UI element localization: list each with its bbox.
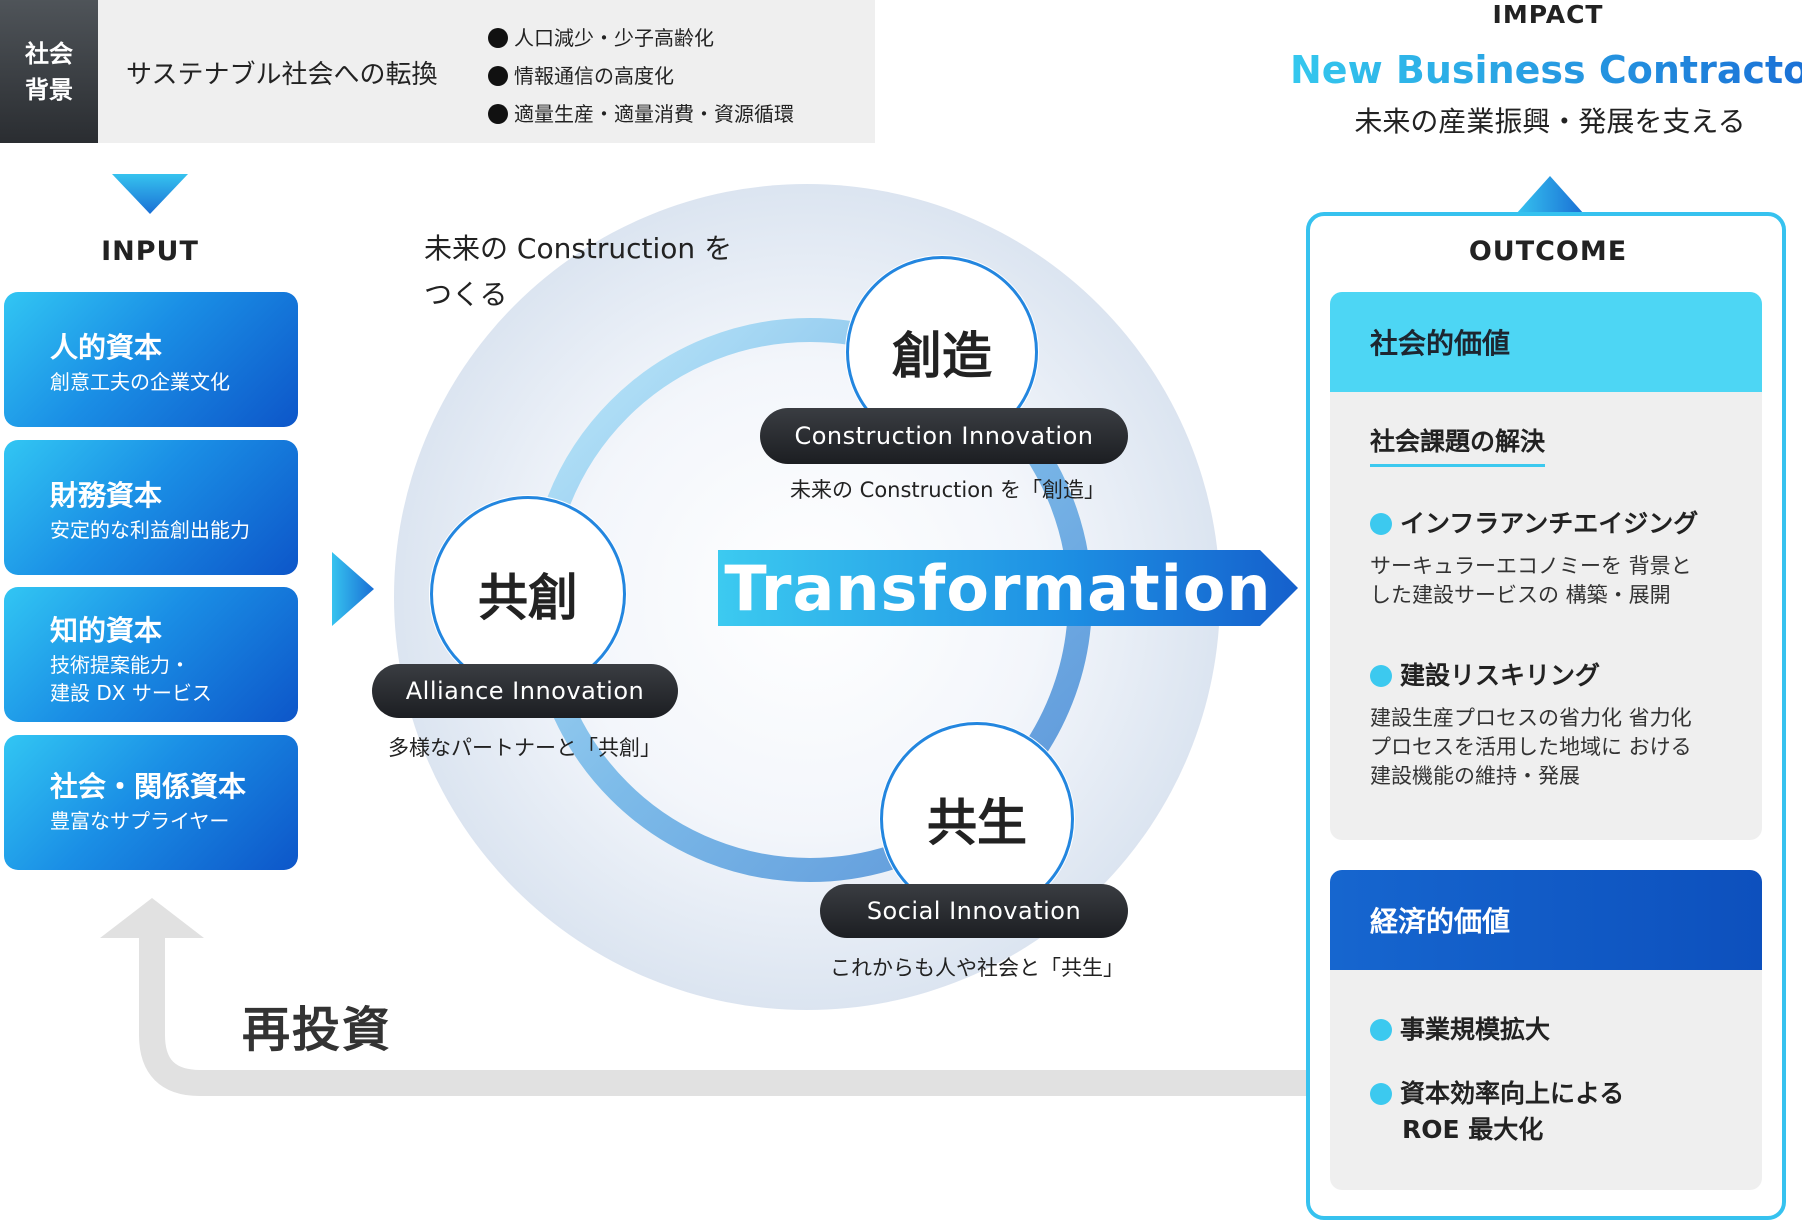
desc-line: 建設生産プロセスの省力化 省力化 (1370, 706, 1692, 730)
economic-item-label-cont: ROE 最大化 (1402, 1115, 1544, 1144)
cycle-heading-line: つくる (424, 278, 508, 311)
desc-line: した建設サービスの 構築・展開 (1370, 583, 1671, 607)
impact-title: New Business Contractor (1290, 48, 1802, 92)
background-bullet: 人口減少・少子高齢化 (488, 22, 714, 51)
input-card-sub: 技術提案能力・ (50, 653, 190, 677)
input-label: INPUT (101, 236, 199, 267)
bullet-dot-icon (1370, 665, 1392, 687)
economic-value-title: 経済的価値 (1330, 870, 1762, 970)
background-tag-line-2: 背景 (25, 75, 73, 104)
economic-value-panel: 経済的価値 事業規模拡大 資本効率向上による ROE 最大化 (1330, 870, 1762, 1190)
economic-item: 事業規模拡大 (1370, 1010, 1550, 1046)
input-card-sub: 建設 DX サービス (50, 681, 212, 705)
social-value-panel: 社会的価値 社会課題の解決 インフラアンチエイジング サーキュラーエコノミーを … (1330, 292, 1762, 840)
caption-coexistence: これからも人や社会と「共生」 (830, 956, 1124, 980)
background-bullet-text: 適量生産・適量消費・資源循環 (514, 102, 794, 126)
social-item-label: インフラアンチエイジング (1400, 509, 1699, 538)
social-value-title: 社会的価値 (1330, 292, 1762, 392)
input-card-social: 社会・関係資本 豊富なサプライヤー (4, 735, 298, 870)
up-arrow-icon (1516, 176, 1584, 214)
pill-construction-innovation: Construction Innovation (760, 408, 1128, 464)
background-bullet: 適量生産・適量消費・資源循環 (488, 98, 794, 127)
bullet-dot-icon (488, 66, 508, 86)
bullet-dot-icon (1370, 1083, 1392, 1105)
background-tag: 社会 背景 (0, 0, 98, 143)
input-card-sub: 安定的な利益創出能力 (50, 518, 250, 542)
transformation-label: Transformation (724, 551, 1272, 625)
bullet-dot-icon (488, 28, 508, 48)
desc-line: サーキュラーエコノミーを 背景と (1370, 554, 1692, 578)
pill-alliance-innovation: Alliance Innovation (372, 664, 678, 718)
impact-label: IMPACT (1492, 0, 1604, 29)
node-coexistence: 共生 (880, 722, 1074, 916)
input-card-intellectual: 知的資本 技術提案能力・ 建設 DX サービス (4, 587, 298, 722)
outcome-label: OUTCOME (1468, 236, 1628, 267)
input-card-title: 人的資本 (50, 331, 163, 364)
input-card-title: 財務資本 (50, 479, 163, 512)
desc-line: プロセスを活用した地域に おける (1370, 735, 1692, 759)
social-item-label: 建設リスキリング (1400, 661, 1601, 690)
down-arrow-icon (112, 174, 188, 214)
background-band (0, 0, 875, 143)
caption-creation: 未来の Construction を「創造」 (790, 478, 1106, 502)
desc-line: 建設機能の維持・発展 (1370, 764, 1580, 788)
social-item-desc: サーキュラーエコノミーを 背景と した建設サービスの 構築・展開 (1370, 552, 1692, 610)
background-title: サステナブル社会への転換 (126, 60, 438, 90)
economic-item-label: 事業規模拡大 (1400, 1015, 1551, 1044)
economic-item-label: 資本効率向上による (1400, 1079, 1625, 1108)
bullet-dot-icon (488, 104, 508, 124)
input-card-sub: 豊富なサプライヤー (50, 809, 230, 833)
input-card-title: 社会・関係資本 (50, 770, 247, 803)
social-value-subtitle: 社会課題の解決 (1370, 422, 1546, 467)
input-card-human: 人的資本 創意工夫の企業文化 (4, 292, 298, 427)
bullet-dot-icon (1370, 1019, 1392, 1041)
bullet-dot-icon (1370, 513, 1392, 535)
pill-social-innovation: Social Innovation (820, 884, 1128, 938)
reinvest-label: 再投資 (242, 1002, 393, 1058)
input-card-title: 知的資本 (50, 614, 163, 647)
social-item: 建設リスキリング (1370, 656, 1600, 692)
cycle-heading: 未来の Construction を つくる (424, 226, 732, 318)
background-bullet-text: 情報通信の高度化 (514, 64, 674, 88)
social-item-desc: 建設生産プロセスの省力化 省力化 プロセスを活用した地域に おける 建設機能の維… (1370, 704, 1692, 791)
input-card-financial: 財務資本 安定的な利益創出能力 (4, 440, 298, 575)
background-bullet: 情報通信の高度化 (488, 60, 674, 89)
caption-co-creation: 多様なパートナーと「共創」 (388, 736, 661, 760)
economic-item: 資本効率向上による (1370, 1074, 1624, 1110)
right-arrow-icon (332, 552, 374, 626)
input-card-sub: 創意工夫の企業文化 (50, 370, 230, 394)
transformation-arrow (718, 550, 1298, 626)
background-tag-line-1: 社会 (25, 39, 73, 68)
node-co-creation: 共創 (430, 496, 626, 692)
impact-subtitle: 未来の産業振興・発展を支える (1354, 105, 1746, 138)
cycle-heading-line: 未来の Construction を (424, 232, 733, 265)
social-item: インフラアンチエイジング (1370, 504, 1698, 540)
background-bullet-text: 人口減少・少子高齢化 (514, 26, 714, 50)
